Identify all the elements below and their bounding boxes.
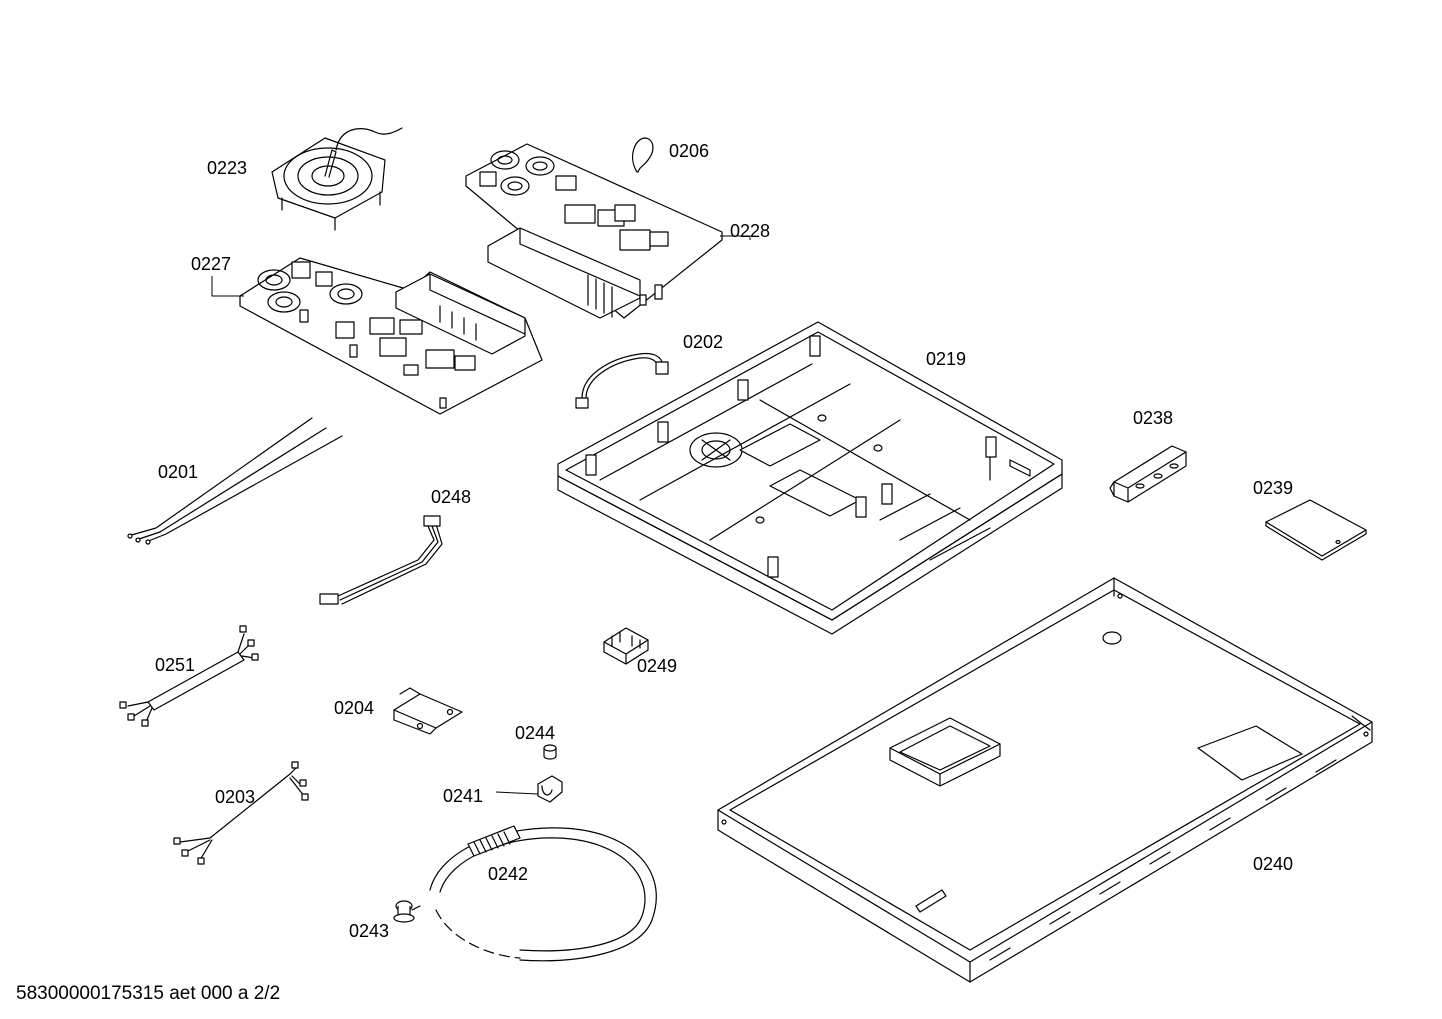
- label-0238: 0238: [1133, 408, 1173, 428]
- label-0244: 0244: [515, 723, 555, 743]
- part-0203-wire-set: [173, 761, 309, 865]
- part-0202-cable: [575, 352, 669, 409]
- part-0240-base-tray: [717, 577, 1373, 983]
- part-0239-plate: [1265, 499, 1367, 561]
- label-0223: 0223: [207, 158, 247, 178]
- label-0241: 0241: [443, 786, 483, 806]
- label-0228: 0228: [730, 221, 770, 241]
- part-0241-clamp: [537, 775, 563, 803]
- label-0248: 0248: [431, 487, 471, 507]
- label-0243: 0243: [349, 921, 389, 941]
- part-0244-knob: [543, 744, 557, 760]
- part-0228-power-board: [465, 143, 723, 319]
- part-0249-connector: [603, 627, 649, 665]
- label-0240: 0240: [1253, 854, 1293, 874]
- label-0202: 0202: [683, 332, 723, 352]
- part-0219-housing: [557, 321, 1063, 635]
- part-0243-grommet: [393, 900, 421, 923]
- leader-0228: [720, 235, 751, 240]
- part-0251-cable-bundle: [119, 625, 259, 727]
- part-0206-clip: [632, 137, 654, 173]
- label-0201: 0201: [158, 462, 198, 482]
- document-code: 58300000175315 aet 000 a 2/2: [16, 983, 280, 1004]
- label-0206: 0206: [669, 141, 709, 161]
- part-0201-wires: [127, 417, 343, 545]
- label-0204: 0204: [334, 698, 374, 718]
- label-0203: 0203: [215, 787, 255, 807]
- part-0223-fan: [271, 127, 403, 231]
- label-0249: 0249: [637, 656, 677, 676]
- label-0242: 0242: [488, 864, 528, 884]
- part-0242-hose: [429, 825, 657, 962]
- part-0248-ribbon: [319, 515, 443, 605]
- part-0238-bracket: [1109, 445, 1187, 503]
- part-0204-bracket: [393, 687, 463, 735]
- label-0251: 0251: [155, 655, 195, 675]
- label-0227: 0227: [191, 254, 231, 274]
- label-0239: 0239: [1253, 478, 1293, 498]
- part-0227-induction-board: [239, 257, 543, 415]
- leader-0241: [495, 791, 539, 795]
- label-0219: 0219: [926, 349, 966, 369]
- leader-0227: [211, 276, 244, 297]
